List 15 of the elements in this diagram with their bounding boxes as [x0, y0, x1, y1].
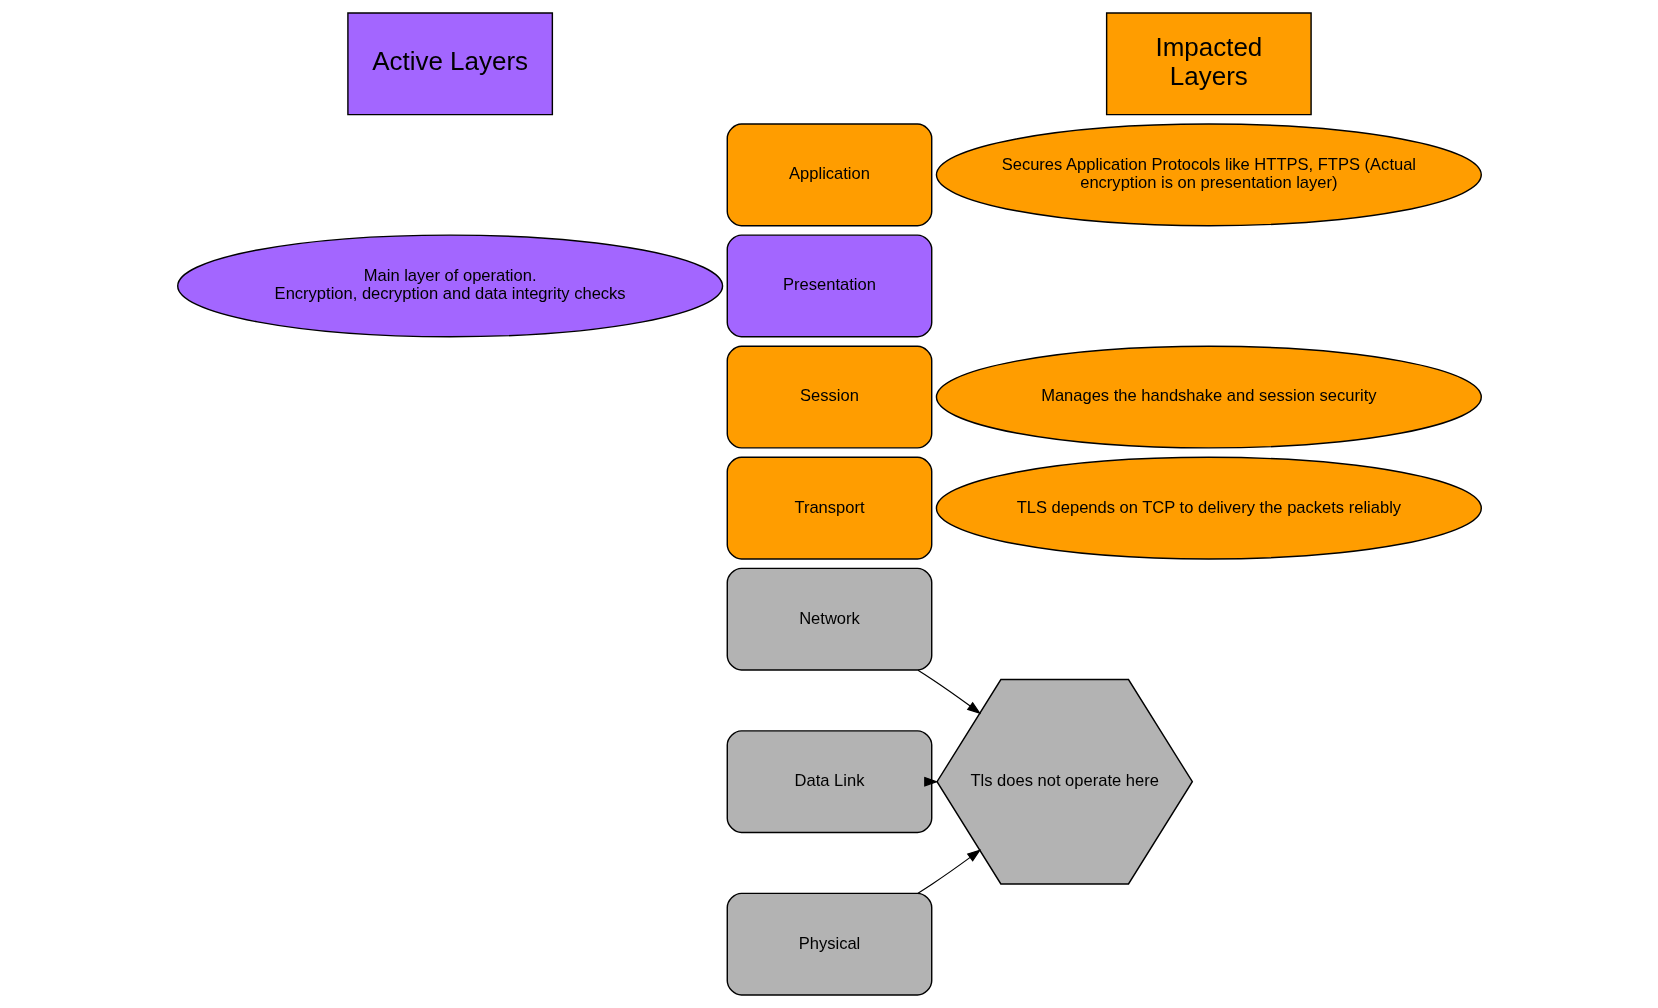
- arrow: [916, 849, 981, 894]
- node-box: Application: [726, 123, 932, 227]
- node-ellipse: Main layer of operation. Encryption, decryption and data integrity checks: [176, 234, 723, 338]
- node-box: Presentation: [726, 234, 932, 338]
- node-box: Transport: [726, 456, 932, 560]
- node-ellipse: Manages the handshake and session security: [935, 345, 1482, 449]
- arrow: [916, 669, 981, 715]
- node-box: Physical: [726, 892, 932, 996]
- node-box: Active Layers: [346, 12, 553, 116]
- arrow: [923, 776, 938, 787]
- node-ellipse: TLS depends on TCP to delivery the packets reliably: [935, 456, 1482, 560]
- node-box: Session: [726, 345, 932, 449]
- node-ellipse: Secures Application Protocols like HTTPS, FTPS (Actual encryption is on presentation layer): [935, 123, 1482, 227]
- node-box: Network: [726, 567, 932, 671]
- node-box: Impacted Layers: [1105, 12, 1312, 116]
